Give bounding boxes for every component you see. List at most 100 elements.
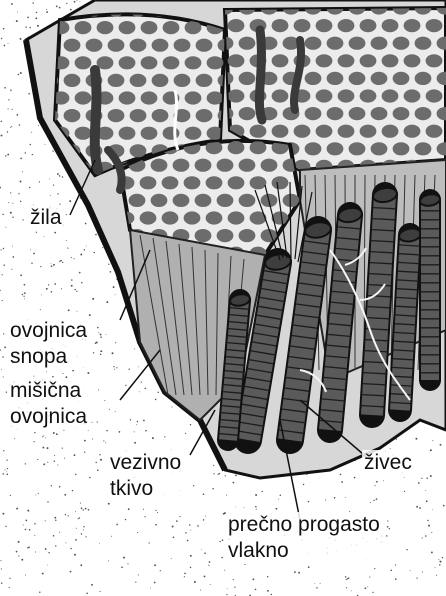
stipple-dot xyxy=(2,356,4,358)
stipple-dot xyxy=(116,367,117,368)
fibril-cross-section xyxy=(64,74,81,87)
stipple-dot xyxy=(213,465,214,466)
stipple-dot xyxy=(267,576,268,577)
fibril-cross-section xyxy=(196,39,213,52)
stipple-dot xyxy=(60,260,62,262)
fibril-cross-section xyxy=(415,107,432,120)
stipple-dot xyxy=(8,108,9,109)
stipple-dot xyxy=(1,568,2,569)
fibril-cross-section xyxy=(163,56,180,69)
fibril-cross-section xyxy=(305,37,322,50)
stipple-dot xyxy=(185,433,186,434)
stipple-dot xyxy=(18,541,20,543)
stipple-dot xyxy=(2,274,3,275)
fibril-cross-section xyxy=(119,56,136,69)
fibril-cross-section xyxy=(184,176,201,189)
stipple-dot xyxy=(88,509,90,511)
fibril-cross-section xyxy=(349,72,366,85)
stipple-dot xyxy=(137,421,138,422)
stipple-dot xyxy=(3,376,4,377)
stipple-dot xyxy=(98,332,99,333)
fibril-cross-section xyxy=(305,107,322,120)
stipple-dot xyxy=(53,264,55,266)
stipple-dot xyxy=(59,175,61,177)
stipple-dot xyxy=(54,461,55,462)
fibril-cross-section xyxy=(382,19,399,32)
stipple-dot xyxy=(6,460,7,461)
fibril-cross-section xyxy=(42,3,59,16)
stipple-dot xyxy=(12,109,13,110)
stipple-dot xyxy=(33,253,35,255)
stipple-dot xyxy=(208,565,209,566)
stipple-dot xyxy=(104,400,105,401)
stipple-dot xyxy=(37,25,39,27)
fibril-cross-section xyxy=(130,74,147,87)
stipple-dot xyxy=(68,309,70,311)
stipple-dot xyxy=(210,584,211,585)
stipple-dot xyxy=(367,586,368,587)
stipple-dot xyxy=(22,219,23,220)
stipple-dot xyxy=(354,477,356,479)
stipple-dot xyxy=(3,248,4,249)
stipple-dot xyxy=(100,336,102,338)
fibril-cross-section xyxy=(305,72,322,85)
stipple-dot xyxy=(391,570,393,572)
fibril-cross-section xyxy=(239,229,256,242)
stipple-dot xyxy=(255,506,256,508)
stipple-dot xyxy=(320,583,321,584)
stipple-dot xyxy=(144,516,145,517)
stipple-dot xyxy=(145,430,147,432)
stipple-dot xyxy=(85,536,86,537)
stipple-dot xyxy=(1,121,3,123)
fibril-cross-section xyxy=(371,72,388,85)
stipple-dot xyxy=(49,178,50,179)
stipple-dot xyxy=(416,577,417,578)
fibril-cross-section xyxy=(338,54,355,67)
stipple-dot xyxy=(42,436,43,437)
stipple-dot xyxy=(71,279,73,281)
stipple-dot xyxy=(62,373,63,374)
stipple-dot xyxy=(24,284,26,286)
stipple-dot xyxy=(111,536,112,537)
fibril-cross-section xyxy=(228,89,245,102)
stipple-dot xyxy=(9,578,10,579)
stipple-dot xyxy=(47,501,48,502)
stipple-dot xyxy=(209,561,211,563)
stipple-dot xyxy=(34,376,35,377)
stipple-dot xyxy=(57,173,59,175)
stipple-dot xyxy=(29,187,30,188)
stipple-dot xyxy=(25,520,27,522)
stipple-dot xyxy=(0,187,1,189)
stipple-dot xyxy=(7,154,9,156)
stipple-dot xyxy=(70,9,72,11)
stipple-dot xyxy=(97,327,99,329)
stipple-dot xyxy=(6,392,7,393)
stipple-dot xyxy=(3,264,5,266)
stipple-dot xyxy=(0,290,1,291)
fibril-cross-section xyxy=(64,39,81,52)
stipple-dot xyxy=(91,422,92,423)
stipple-dot xyxy=(61,288,62,289)
stipple-dot xyxy=(99,543,100,544)
stipple-dot xyxy=(59,532,60,533)
stipple-dot xyxy=(430,475,432,477)
stipple-dot xyxy=(5,227,6,228)
fibril-cross-section xyxy=(162,176,179,189)
stipple-dot xyxy=(76,311,77,312)
label-line: ovojnica xyxy=(10,404,87,430)
stipple-dot xyxy=(20,158,22,160)
stipple-dot xyxy=(386,535,388,537)
stipple-dot xyxy=(25,463,26,464)
stipple-dot xyxy=(78,518,79,519)
stipple-dot xyxy=(80,564,82,566)
stipple-dot xyxy=(40,266,41,267)
stipple-dot xyxy=(74,289,76,291)
fibril-cross-section xyxy=(173,194,190,207)
stipple-dot xyxy=(278,499,279,500)
fibril-cross-section xyxy=(327,37,344,50)
fibril-cross-section xyxy=(130,39,147,52)
stipple-dot xyxy=(108,264,109,265)
stipple-dot xyxy=(155,524,157,526)
stipple-dot xyxy=(383,480,384,481)
